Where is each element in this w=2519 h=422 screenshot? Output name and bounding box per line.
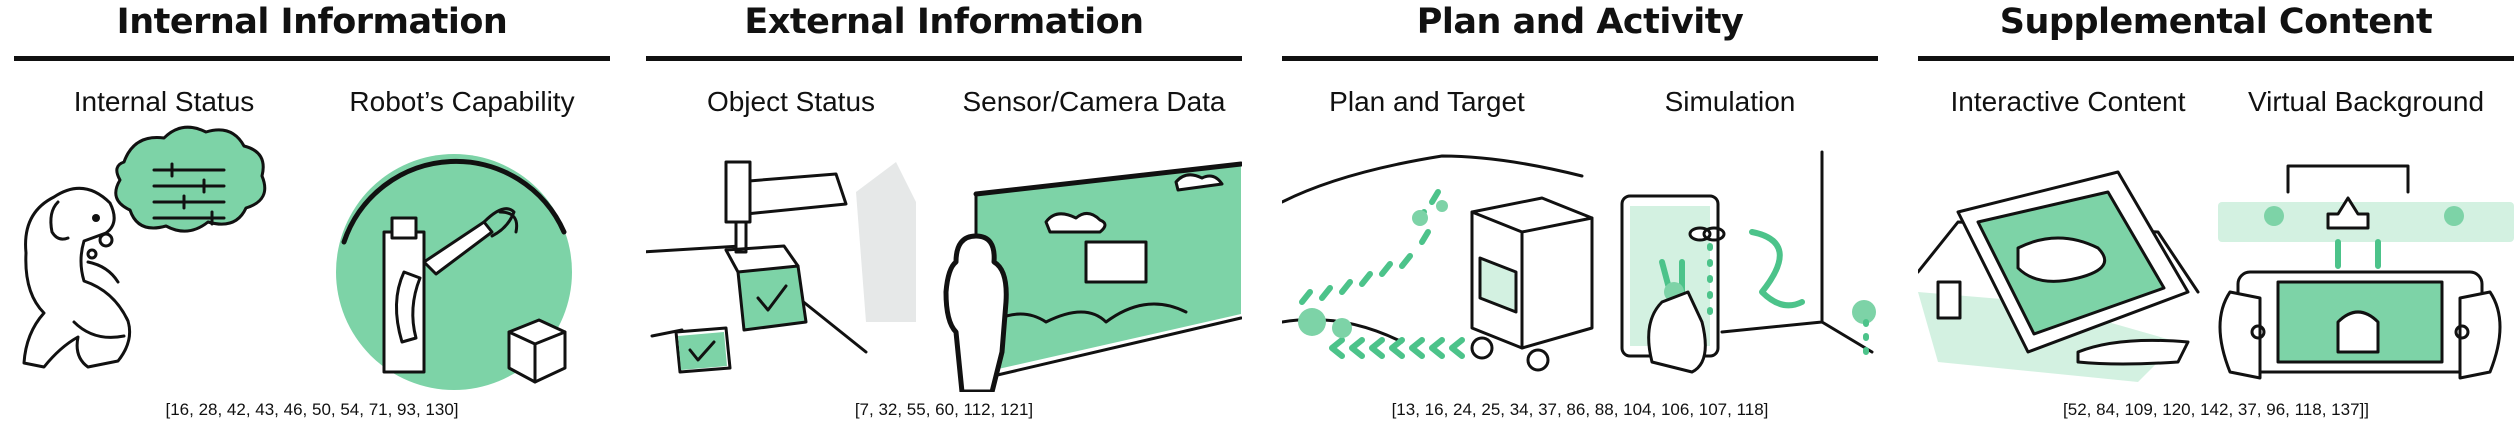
subtitle-robots-capability: Robot’s Capability bbox=[349, 86, 575, 117]
title-underline bbox=[1918, 56, 2514, 61]
illustration-internal-info bbox=[22, 125, 572, 390]
illustration-supplemental bbox=[1918, 164, 2514, 382]
subtitle-plan-and-target: Plan and Target bbox=[1329, 86, 1525, 117]
robot-dog-icon bbox=[22, 186, 132, 369]
group-title: Supplemental Content bbox=[1999, 2, 2433, 42]
path-plan-icon bbox=[1282, 154, 1594, 372]
illustration-plan-activity bbox=[1282, 150, 1876, 374]
title-underline bbox=[1282, 56, 1878, 61]
group-title: Internal Information bbox=[116, 2, 508, 42]
group-internal-information: Internal Information Internal Status Rob… bbox=[14, 0, 610, 422]
citation-list: [13, 16, 24, 25, 34, 37, 86, 88, 104, 10… bbox=[1391, 400, 1769, 419]
group-external-information: External Information Object Status Senso… bbox=[646, 0, 1242, 422]
subtitle-object-status: Object Status bbox=[706, 86, 876, 117]
subtitle-interactive-content: Interactive Content bbox=[1950, 86, 2186, 117]
illustration-external-info bbox=[646, 160, 1242, 392]
title-underline bbox=[646, 56, 1242, 61]
subtitle-virtual-background: Virtual Background bbox=[2247, 86, 2485, 117]
subtitle-internal-status: Internal Status bbox=[73, 86, 255, 117]
group-title: Plan and Activity bbox=[1416, 2, 1744, 42]
simulation-tablet-icon bbox=[1620, 150, 1876, 374]
thought-cloud-icon bbox=[86, 125, 267, 260]
title-underline bbox=[14, 56, 610, 61]
camera-feed-icon bbox=[943, 161, 1242, 392]
robot-capability-icon bbox=[336, 154, 572, 390]
group-title: External Information bbox=[744, 2, 1144, 42]
subtitle-simulation: Simulation bbox=[1664, 86, 1796, 117]
citation-list: [52, 84, 109, 120, 142, 37, 96, 118, 137… bbox=[2063, 400, 2369, 419]
subtitle-sensor-camera-data: Sensor/Camera Data bbox=[962, 86, 1226, 117]
interactive-tablet-icon bbox=[1918, 170, 2200, 382]
group-plan-and-activity: Plan and Activity Plan and Target Simula… bbox=[1282, 0, 1878, 422]
robot-arm-box-icon bbox=[646, 160, 916, 374]
virtual-background-icon bbox=[2218, 164, 2514, 380]
group-supplemental-content: Supplemental Content Interactive Content… bbox=[1918, 0, 2514, 422]
citation-list: [7, 32, 55, 60, 112, 121] bbox=[854, 400, 1034, 419]
citation-list: [16, 28, 42, 43, 46, 50, 54, 71, 93, 130… bbox=[165, 400, 459, 419]
